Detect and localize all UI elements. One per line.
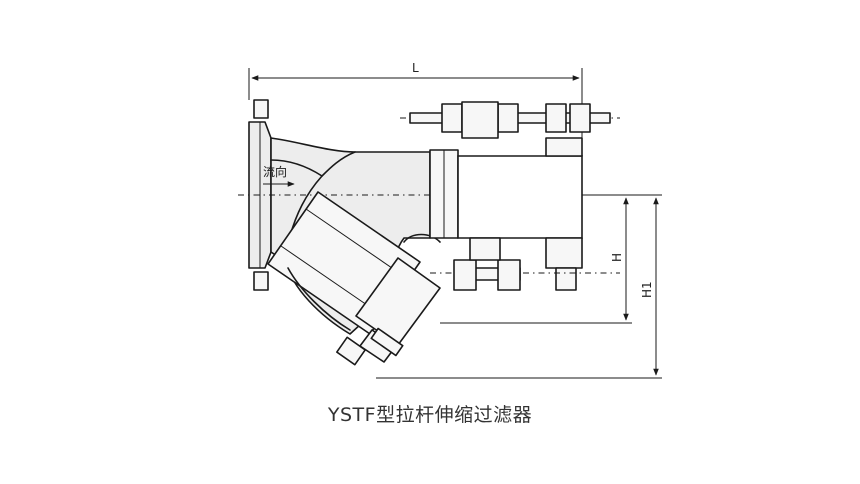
telescopic-sleeve	[429, 137, 583, 291]
tie-rod-bottom	[430, 237, 620, 291]
flow-label: 流向	[263, 164, 287, 179]
flow-direction: 流向	[263, 164, 295, 187]
tie-rod-top	[400, 101, 620, 139]
strainer-cover	[336, 233, 441, 366]
inlet-flange	[248, 99, 272, 291]
dimension-heights: H H1	[376, 194, 662, 379]
dimension-label-h1: H1	[640, 281, 654, 298]
dimension-length: L	[248, 61, 583, 140]
dimension-label-h: H	[610, 253, 624, 262]
figure-caption: YSTF型拉杆伸缩过滤器	[327, 404, 533, 426]
dimension-label-l: L	[412, 61, 419, 75]
